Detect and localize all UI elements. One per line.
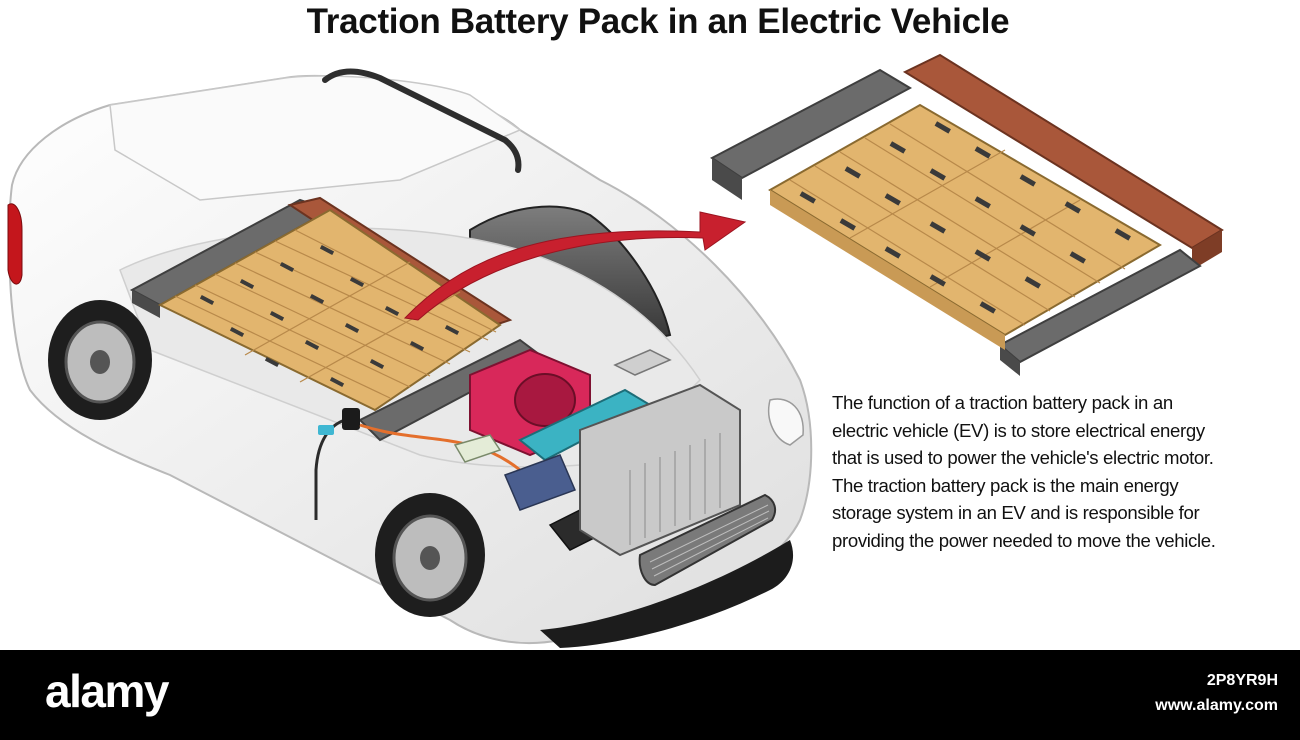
front-wheel bbox=[375, 493, 485, 617]
description-line: electric vehicle (EV) is to store electr… bbox=[832, 419, 1205, 441]
image-id: 2P8YR9H bbox=[1206, 672, 1278, 689]
alamy-logo: alamy bbox=[45, 665, 169, 717]
description-line: storage system in an EV and is responsib… bbox=[832, 502, 1200, 523]
description-line: The traction battery pack is the main en… bbox=[832, 474, 1179, 496]
ev-illustration bbox=[7, 53, 1224, 648]
rear-wheel bbox=[48, 300, 152, 420]
arrow-icon bbox=[403, 211, 747, 321]
description-text: The function of a traction battery pack … bbox=[832, 389, 1300, 554]
car-battery-pack bbox=[129, 196, 542, 442]
description-line: that is used to power the vehicle's elec… bbox=[832, 447, 1214, 468]
stock-footer: alamy 2P8YR9H www.alamy.com bbox=[0, 650, 1300, 740]
page-title: Traction Battery Pack in an Electric Veh… bbox=[306, 2, 1010, 41]
detached-battery-pack bbox=[710, 53, 1224, 376]
description-line: The function of a traction battery pack … bbox=[832, 392, 1173, 413]
footer-url: www.alamy.com bbox=[1155, 697, 1278, 714]
charging-cable bbox=[314, 408, 521, 520]
description-line: providing the power needed to move the v… bbox=[832, 529, 1216, 551]
engine-bay bbox=[453, 348, 741, 557]
